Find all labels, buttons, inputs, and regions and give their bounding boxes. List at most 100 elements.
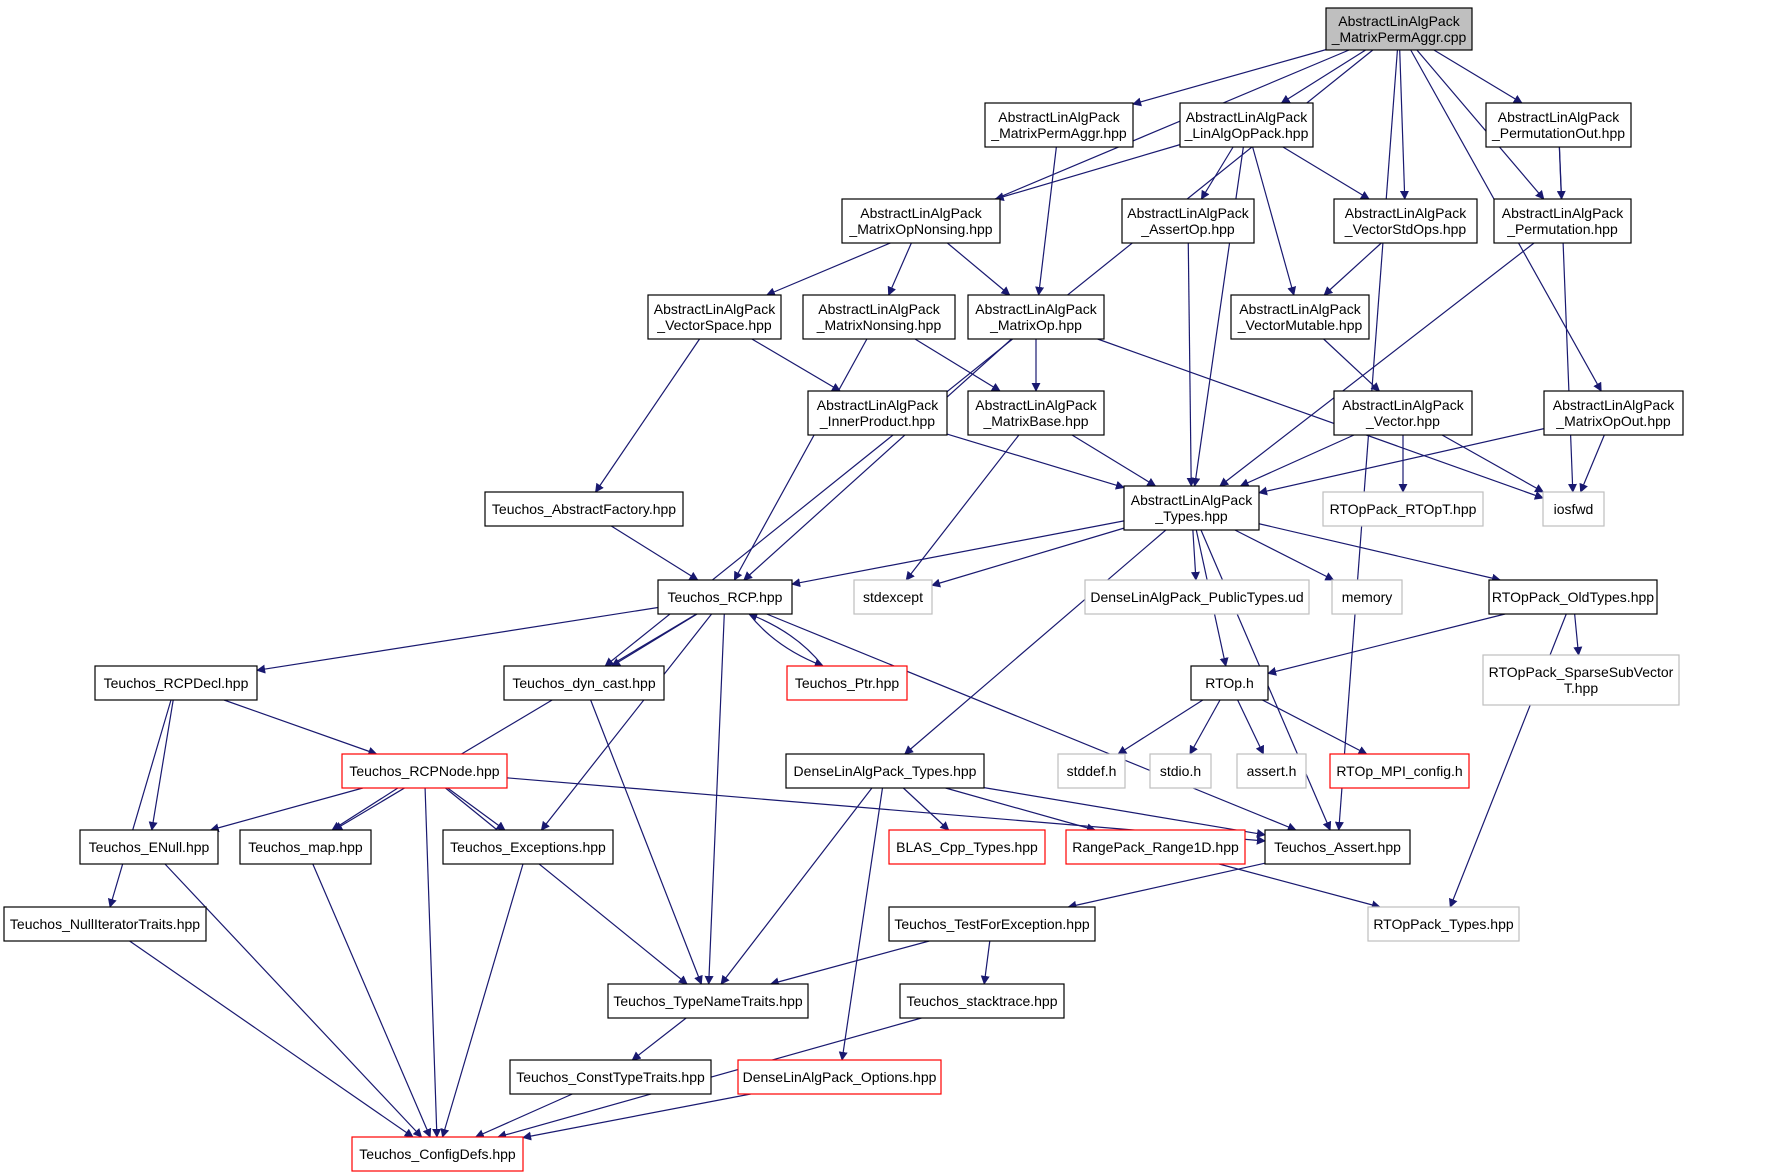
node-box-assertop [1121, 198, 1255, 244]
node-box-enull [79, 829, 219, 865]
node-box-matrixop [967, 294, 1105, 340]
node-exceptions[interactable]: Teuchos_Exceptions.hpp [442, 829, 614, 865]
node-matrixopout[interactable]: AbstractLinAlgPack_MatrixOpOut.hpp [1543, 390, 1684, 436]
node-box-matrixopout [1543, 390, 1684, 436]
node-ptr[interactable]: Teuchos_Ptr.hpp [786, 665, 908, 701]
node-box-typenametraits [607, 983, 809, 1019]
node-rtop[interactable]: RTOp.h [1190, 665, 1269, 701]
edge-root-to-permutationout [1433, 49, 1523, 104]
node-testforexc[interactable]: Teuchos_TestForException.hpp [888, 906, 1096, 942]
node-oldtypes[interactable]: RTOpPack_OldTypes.hpp [1488, 579, 1658, 615]
edge-rcpnode-to-map [331, 787, 399, 831]
edge-matrixop-to-rcp [743, 338, 1012, 581]
node-root[interactable]: AbstractLinAlgPack_MatrixPermAggr.cpp [1325, 7, 1473, 51]
node-abstractfactory[interactable]: Teuchos_AbstractFactory.hpp [484, 491, 684, 527]
node-label-consttypetraits-0: Teuchos_ConstTypeTraits.hpp [516, 1069, 705, 1085]
node-tassert[interactable]: Teuchos_Assert.hpp [1264, 829, 1411, 865]
node-options[interactable]: DenseLinAlgPack_Options.hpp [737, 1059, 942, 1095]
node-rtopt[interactable]: RTOpPack_RTOpT.hpp [1322, 491, 1484, 527]
node-rtoppacktypes[interactable]: RTOpPack_Types.hpp [1367, 906, 1520, 942]
node-label-vectormutable-0: AbstractLinAlgPack [1239, 301, 1361, 317]
node-typenametraits[interactable]: Teuchos_TypeNameTraits.hpp [607, 983, 809, 1019]
node-label-stacktrace-0: Teuchos_stacktrace.hpp [907, 993, 1058, 1009]
node-stddef[interactable]: stddef.h [1057, 753, 1126, 789]
edge-rcpnode-to-enull [209, 787, 364, 833]
node-nulliter[interactable]: Teuchos_NullIteratorTraits.hpp [3, 906, 207, 942]
node-vectormutable[interactable]: AbstractLinAlgPack_VectorMutable.hpp [1230, 294, 1370, 340]
node-box-iosfwd [1542, 491, 1605, 527]
node-label-stdio-0: stdio.h [1160, 763, 1201, 779]
node-label-blas-0: BLAS_Cpp_Types.hpp [896, 839, 1038, 855]
node-box-rcp [657, 579, 793, 615]
edge-types-to-publictypes [1190, 529, 1200, 581]
node-stdexcept[interactable]: stdexcept [853, 579, 933, 615]
edge-denselinalgtypes-to-typenametraits [720, 787, 873, 985]
edge-types-to-rcp [791, 520, 1125, 588]
node-box-configdefs [351, 1136, 524, 1172]
node-label-vector-0: AbstractLinAlgPack [1342, 397, 1464, 413]
node-asserth[interactable]: assert.h [1236, 753, 1307, 789]
node-publictypes[interactable]: DenseLinAlgPack_PublicTypes.ud [1084, 579, 1310, 615]
node-dyncast[interactable]: Teuchos_dyn_cast.hpp [503, 665, 665, 701]
node-rcpdecl[interactable]: Teuchos_RCPDecl.hpp [94, 665, 258, 701]
edge-enull-to-configdefs [164, 863, 423, 1138]
node-box-rtoppacktypes [1367, 906, 1520, 942]
node-range1d[interactable]: RangePack_Range1D.hpp [1065, 829, 1246, 865]
edge-exceptions-to-configdefs [440, 863, 524, 1138]
node-box-consttypetraits [509, 1059, 712, 1095]
node-permutation[interactable]: AbstractLinAlgPack_Permutation.hpp [1493, 198, 1632, 244]
node-assertop[interactable]: AbstractLinAlgPack_AssertOp.hpp [1121, 198, 1255, 244]
node-stacktrace[interactable]: Teuchos_stacktrace.hpp [899, 983, 1065, 1019]
node-mpiconfig[interactable]: RTOp_MPI_config.h [1329, 753, 1470, 789]
file-nodes: AbstractLinAlgPack_MatrixPermAggr.cppAbs… [3, 7, 1684, 1172]
edge-linalgoppack-to-assertop [1200, 146, 1234, 200]
node-label-tassert-0: Teuchos_Assert.hpp [1274, 839, 1401, 855]
node-rcpnode[interactable]: Teuchos_RCPNode.hpp [341, 753, 508, 789]
node-box-abstractfactory [484, 491, 684, 527]
node-blas[interactable]: BLAS_Cpp_Types.hpp [888, 829, 1046, 865]
node-matrixnonsing[interactable]: AbstractLinAlgPack_MatrixNonsing.hpp [802, 294, 956, 340]
edge-vectorspace-to-innerproduct [751, 338, 841, 392]
node-types[interactable]: AbstractLinAlgPack_Types.hpp [1123, 485, 1260, 531]
node-matrixbase[interactable]: AbstractLinAlgPack_MatrixBase.hpp [967, 390, 1105, 436]
node-denselinalgtypes[interactable]: DenseLinAlgPack_Types.hpp [785, 753, 985, 789]
node-matrixopnonsing[interactable]: AbstractLinAlgPack_MatrixOpNonsing.hpp [841, 198, 1001, 244]
edge-rcpnode-to-configdefs [424, 787, 442, 1138]
node-box-types [1123, 485, 1260, 531]
edge-map-to-configdefs [312, 863, 432, 1138]
node-matrixop[interactable]: AbstractLinAlgPack_MatrixOp.hpp [967, 294, 1105, 340]
edge-consttypetraits-to-configdefs [474, 1093, 573, 1138]
edge-types-to-stdexcept [931, 527, 1125, 588]
node-consttypetraits[interactable]: Teuchos_ConstTypeTraits.hpp [509, 1059, 712, 1095]
node-matrixpermaggr[interactable]: AbstractLinAlgPack_MatrixPermAggr.hpp [984, 102, 1134, 148]
node-box-linalgoppack [1179, 102, 1314, 148]
node-stdio[interactable]: stdio.h [1149, 753, 1212, 789]
node-box-options [737, 1059, 942, 1095]
edge-vectormutable-to-vector [1323, 338, 1381, 392]
node-box-oldtypes [1488, 579, 1658, 615]
node-iosfwd[interactable]: iosfwd [1542, 491, 1605, 527]
edge-testforexc-to-typenametraits [769, 940, 930, 987]
edge-rtop-to-stdio [1189, 699, 1221, 755]
node-innerproduct[interactable]: AbstractLinAlgPack_InnerProduct.hpp [807, 390, 948, 436]
node-memory[interactable]: memory [1331, 579, 1403, 615]
node-map[interactable]: Teuchos_map.hpp [239, 829, 372, 865]
node-box-tassert [1264, 829, 1411, 865]
node-label-matrixop-1: _MatrixOp.hpp [989, 317, 1082, 333]
edge-testforexc-to-stacktrace [980, 940, 991, 985]
node-rcp[interactable]: Teuchos_RCP.hpp [657, 579, 793, 615]
edge-matrixpermaggr-to-matrixop [1035, 146, 1057, 296]
node-vector[interactable]: AbstractLinAlgPack_Vector.hpp [1333, 390, 1473, 436]
node-permutationout[interactable]: AbstractLinAlgPack_PermutationOut.hpp [1485, 102, 1632, 148]
edge-oldtypes-to-sparsesub [1573, 613, 1583, 656]
node-label-innerproduct-0: AbstractLinAlgPack [817, 397, 939, 413]
node-vectorspace[interactable]: AbstractLinAlgPack_VectorSpace.hpp [647, 294, 782, 340]
edge-matrixbase-to-types [1071, 434, 1157, 487]
node-label-stdexcept-0: stdexcept [863, 589, 923, 605]
node-linalgoppack[interactable]: AbstractLinAlgPack_LinAlgOpPack.hpp [1179, 102, 1314, 148]
node-enull[interactable]: Teuchos_ENull.hpp [79, 829, 219, 865]
node-vectorstdops[interactable]: AbstractLinAlgPack_VectorStdOps.hpp [1333, 198, 1478, 244]
node-configdefs[interactable]: Teuchos_ConfigDefs.hpp [351, 1136, 524, 1172]
edge-matrixbase-to-stdexcept [905, 434, 1020, 581]
